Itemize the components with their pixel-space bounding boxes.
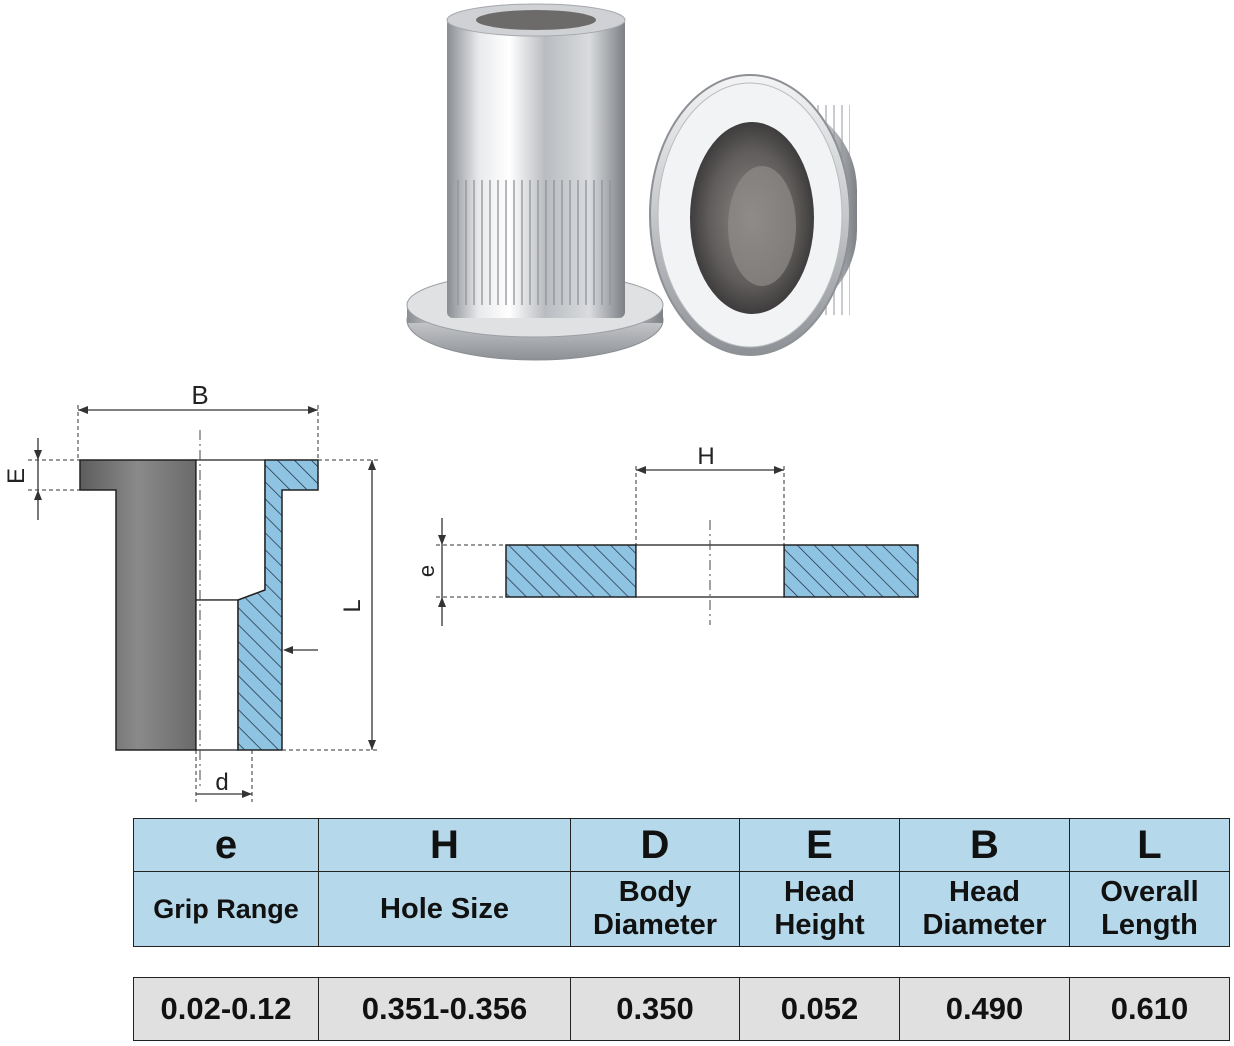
label-e: e bbox=[414, 565, 439, 577]
table-gap bbox=[133, 946, 1230, 978]
header-letter: B bbox=[899, 818, 1070, 872]
header-letter: H bbox=[318, 818, 571, 872]
label-H: H bbox=[697, 443, 714, 470]
value-cell: 0.351-0.356 bbox=[318, 977, 571, 1041]
rivet-nut-photo bbox=[406, 3, 857, 361]
header-letter: L bbox=[1069, 818, 1230, 872]
rivet-nut-section-diagram: B E L d bbox=[3, 380, 380, 802]
value-cell: 0.350 bbox=[570, 977, 740, 1041]
plate-hole-diagram: H e bbox=[414, 443, 919, 626]
value-cell: 0.02-0.12 bbox=[133, 977, 319, 1041]
value-cell: 0.610 bbox=[1069, 977, 1230, 1041]
label-B: B bbox=[191, 380, 208, 410]
label-E: E bbox=[3, 468, 30, 484]
label-d: d bbox=[215, 769, 228, 796]
value-cell: 0.490 bbox=[899, 977, 1070, 1041]
header-description: Grip Range bbox=[133, 871, 319, 947]
table-header-letters: e H D E B L bbox=[133, 818, 1230, 872]
value-cell: 0.052 bbox=[739, 977, 900, 1041]
header-letter: D bbox=[570, 818, 740, 872]
label-L: L bbox=[339, 599, 366, 612]
table-row: 0.02-0.12 0.351-0.356 0.350 0.052 0.490 … bbox=[133, 977, 1230, 1041]
header-letter: E bbox=[739, 818, 900, 872]
header-letter: e bbox=[133, 818, 319, 872]
header-description: Hole Size bbox=[318, 871, 571, 947]
